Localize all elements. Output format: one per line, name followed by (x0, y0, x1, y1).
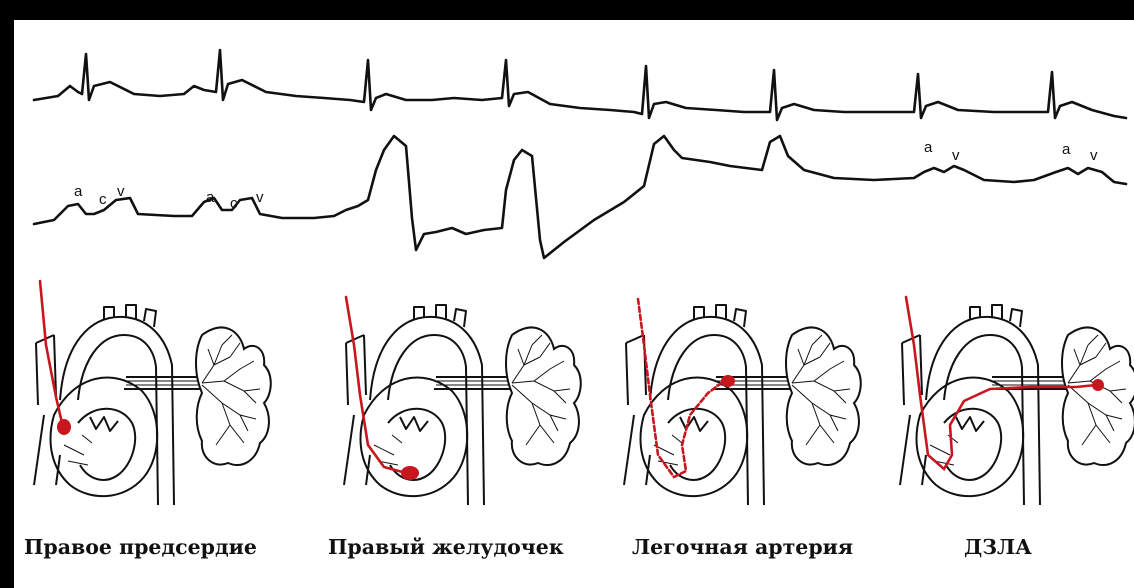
wave-labels-pcwp-1: a v (924, 139, 960, 164)
pressure-trace (34, 136, 1126, 258)
wave-label-a: a (74, 183, 83, 200)
heart-panel-pcwp (900, 297, 1134, 505)
heart-panel-right-ventricle (344, 297, 581, 505)
wave-label-c: c (99, 191, 107, 208)
figure-canvas: a c v a c v a v a v (14, 20, 1134, 588)
diagram-svg: a c v a c v a v a v (14, 20, 1134, 588)
caption-right-ventricle: Правый желудочек (328, 535, 564, 559)
wave-labels-ra-1: a c v (74, 183, 125, 208)
wave-label-c: c (230, 195, 238, 212)
wave-label-v: v (952, 147, 960, 164)
wave-label-v: v (1090, 147, 1098, 164)
heart-panel-right-atrium (34, 281, 271, 505)
wave-label-a: a (1062, 141, 1071, 158)
wave-label-v: v (117, 183, 125, 200)
heart-panel-pulmonary-artery (624, 299, 861, 505)
ecg-trace (34, 50, 1126, 120)
wave-labels-pcwp-2: a v (1062, 141, 1098, 164)
wave-label-v: v (256, 189, 264, 206)
wave-label-a: a (206, 189, 215, 206)
wave-label-a: a (924, 139, 933, 156)
caption-right-atrium: Правое предсердие (24, 535, 257, 559)
caption-pcwp: ДЗЛА (964, 535, 1032, 559)
caption-pulmonary-artery: Легочная артерия (632, 535, 853, 559)
